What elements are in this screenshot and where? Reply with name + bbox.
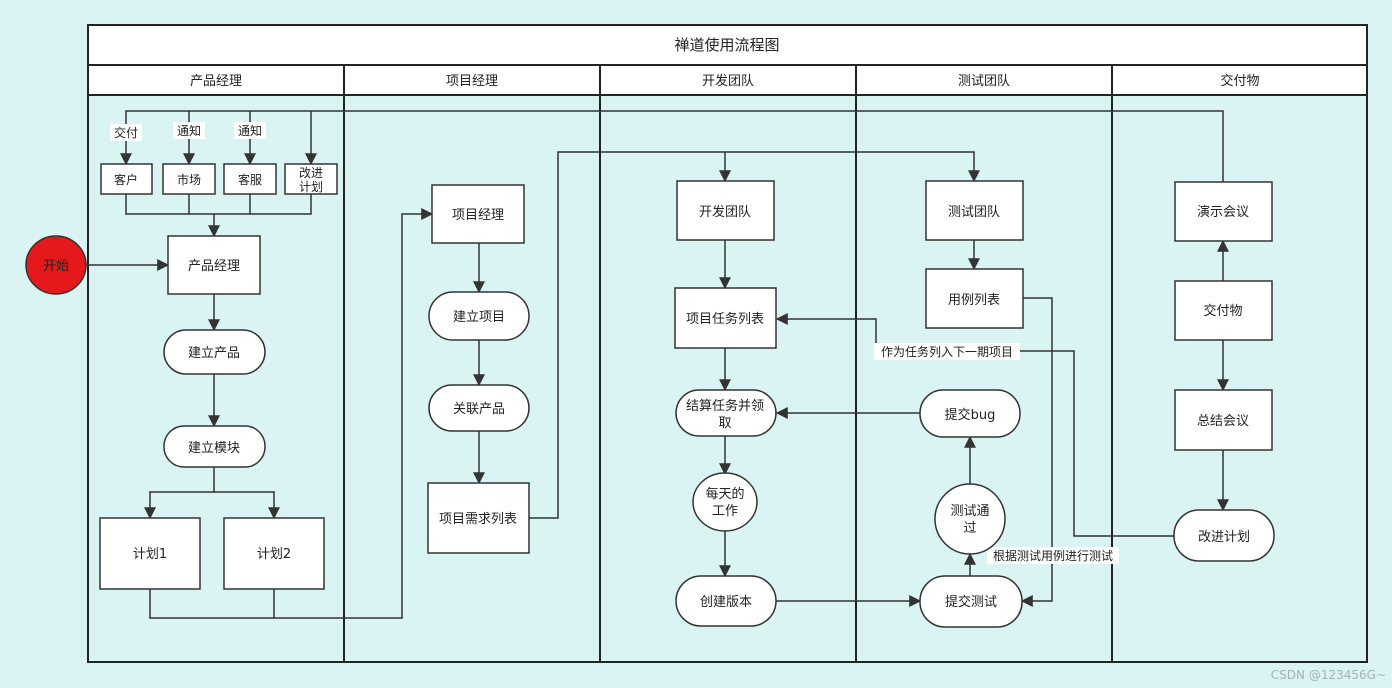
node-daily-work[interactable]: 每天的 工作 xyxy=(692,472,758,532)
svg-text:改进计划: 改进计划 xyxy=(1198,530,1250,545)
watermark: CSDN @123456G~ xyxy=(1270,668,1386,682)
edge-cases-to-submit-test xyxy=(1020,297,1053,607)
node-market[interactable]: 市场 xyxy=(162,163,216,195)
lane-header-test-team: 测试团队 xyxy=(958,74,1010,89)
node-project-manager[interactable]: 项目经理 xyxy=(431,184,525,244)
edge-merge xyxy=(125,194,312,215)
svg-text:产品经理: 产品经理 xyxy=(188,259,240,274)
svg-text:开始: 开始 xyxy=(43,259,69,274)
node-submit-test[interactable]: 提交测试 xyxy=(919,575,1023,628)
svg-text:市场: 市场 xyxy=(177,172,201,187)
edge-plans-to-project-manager xyxy=(274,208,434,619)
node-requirement-list[interactable]: 项目需求列表 xyxy=(427,482,530,554)
node-create-build[interactable]: 创建版本 xyxy=(675,575,777,627)
svg-text:计划: 计划 xyxy=(299,180,323,194)
node-create-product[interactable]: 建立产品 xyxy=(163,329,266,375)
edge-module-to-plan2 xyxy=(214,491,280,520)
node-link-product[interactable]: 关联产品 xyxy=(428,384,530,432)
frame-border xyxy=(87,24,1368,663)
svg-text:测试通: 测试通 xyxy=(950,504,989,519)
header-bg xyxy=(89,66,1366,94)
svg-text:结算任务并领: 结算任务并领 xyxy=(686,398,764,414)
svg-text:项目任务列表: 项目任务列表 xyxy=(686,311,764,327)
svg-text:每天的: 每天的 xyxy=(705,486,744,502)
swimlane-frame: 禅道使用流程图 产品经理 项目经理 开发团队 测试团队 交付物 xyxy=(87,24,1368,663)
svg-text:提交测试: 提交测试 xyxy=(945,594,997,610)
svg-text:计划2: 计划2 xyxy=(257,547,291,562)
svg-text:建立模块: 建立模块 xyxy=(188,441,240,456)
svg-text:客服: 客服 xyxy=(238,172,262,187)
node-create-project[interactable]: 建立项目 xyxy=(428,291,530,341)
edge-plans-merge xyxy=(149,589,275,619)
svg-text:提交bug: 提交bug xyxy=(945,407,996,423)
svg-text:计划1: 计划1 xyxy=(133,547,167,562)
lane-header-dev-team: 开发团队 xyxy=(702,73,754,89)
lane-header-product-manager: 产品经理 xyxy=(190,74,242,89)
lane-header-deliverables: 交付物 xyxy=(1220,73,1259,89)
node-task-list[interactable]: 项目任务列表 xyxy=(674,287,777,349)
node-submit-bug[interactable]: 提交bug xyxy=(919,389,1021,438)
edge-label-test-by-case: 根据测试用例进行测试 xyxy=(993,548,1113,563)
svg-text:创建版本: 创建版本 xyxy=(700,595,752,610)
node-test-team[interactable]: 测试团队 xyxy=(925,180,1024,241)
edge-label-deliver: 交付 xyxy=(114,125,138,140)
node-summary-meeting[interactable]: 总结会议 xyxy=(1174,389,1273,451)
svg-text:建立项目: 建立项目 xyxy=(453,310,505,325)
node-case-list[interactable]: 用例列表 xyxy=(925,268,1024,329)
svg-text:改进: 改进 xyxy=(299,166,323,180)
node-improve-plan[interactable]: 改进计划 xyxy=(1173,509,1275,562)
node-create-module[interactable]: 建立模块 xyxy=(163,425,266,468)
node-improve-plan-pm[interactable]: 改进 计划 xyxy=(284,163,338,195)
node-plan2[interactable]: 计划2 xyxy=(223,517,325,590)
node-deliverable[interactable]: 交付物 xyxy=(1174,280,1273,341)
svg-text:客户: 客户 xyxy=(114,172,138,187)
svg-text:项目经理: 项目经理 xyxy=(452,208,504,223)
node-demo-meeting[interactable]: 演示会议 xyxy=(1174,181,1273,242)
svg-text:取: 取 xyxy=(718,416,731,431)
title-bg xyxy=(89,26,1366,64)
lane-header-project-manager: 项目经理 xyxy=(446,74,498,89)
edge-label-next-phase: 作为任务列入下一期项目 xyxy=(881,344,1013,359)
node-product-manager[interactable]: 产品经理 xyxy=(167,235,261,295)
node-plan1[interactable]: 计划1 xyxy=(99,517,201,590)
node-test-pass[interactable]: 测试通 过 xyxy=(934,483,1006,555)
svg-text:项目需求列表: 项目需求列表 xyxy=(439,512,517,527)
svg-text:总结会议: 总结会议 xyxy=(1197,414,1249,429)
svg-text:开发团队: 开发团队 xyxy=(699,204,751,220)
start-node[interactable]: 开始 xyxy=(25,235,87,295)
node-service[interactable]: 客服 xyxy=(223,163,277,195)
svg-text:演示会议: 演示会议 xyxy=(1197,204,1249,220)
svg-text:用例列表: 用例列表 xyxy=(948,293,1000,308)
edge-label-notify: 通知 xyxy=(177,124,201,138)
edge-requirements-to-test-team xyxy=(529,151,980,519)
svg-text:测试团队: 测试团队 xyxy=(948,205,1000,220)
svg-text:关联产品: 关联产品 xyxy=(453,402,505,417)
svg-text:建立产品: 建立产品 xyxy=(188,346,240,361)
edge-module-to-plan1 xyxy=(144,467,215,520)
svg-text:交付物: 交付物 xyxy=(1203,303,1242,319)
svg-text:工作: 工作 xyxy=(712,504,738,519)
edge-labels: 交付 通知 通知 作为任务列入下一期项目 根据测试用例进行测试 xyxy=(110,122,1119,564)
diagram-title: 禅道使用流程图 xyxy=(674,36,779,54)
svg-text:过: 过 xyxy=(963,521,976,536)
node-customer[interactable]: 客户 xyxy=(100,163,153,195)
node-claim-task[interactable]: 结算任务并领 取 xyxy=(675,389,777,437)
node-dev-team[interactable]: 开发团队 xyxy=(676,180,775,241)
edge-label-notify: 通知 xyxy=(238,124,262,138)
